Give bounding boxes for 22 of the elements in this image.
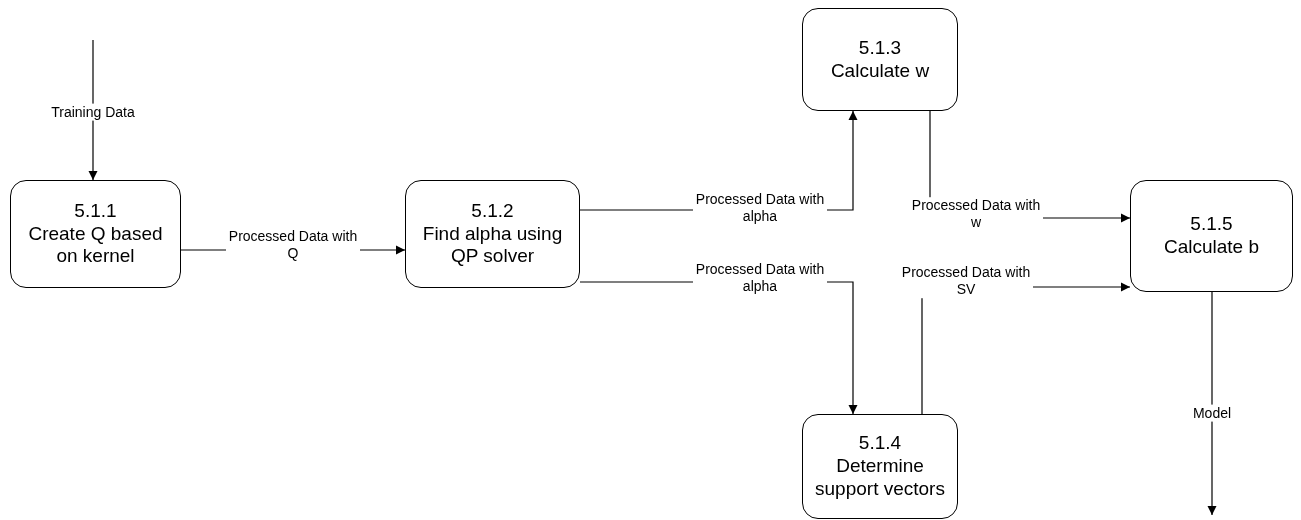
arrow (1207, 291, 1217, 516)
edge-label: Processed Data with Q (226, 228, 360, 262)
edge-label: Processed Data with alpha (693, 261, 827, 295)
process-box (10, 180, 181, 288)
process-box (802, 8, 958, 111)
edge-label: Processed Data with SV (899, 264, 1033, 298)
process-label: Calculate b (1163, 236, 1260, 259)
process-box (1130, 180, 1293, 292)
process-number: 5.1.1 (74, 199, 117, 223)
process-box (405, 180, 580, 288)
process-label: Find alpha using QP solver (421, 222, 564, 269)
process-number: 5.1.4 (858, 432, 902, 456)
process-box (802, 414, 958, 519)
edge-label: Processed Data with alpha (693, 191, 827, 225)
process-number: 5.1.5 (1190, 213, 1233, 236)
arrow (88, 39, 98, 181)
process-label: Determine support vectors (814, 455, 946, 501)
process-label: Create Q based on kernel (27, 222, 164, 269)
process-number: 5.1.3 (858, 36, 902, 60)
process-number: 5.1.2 (471, 199, 514, 223)
edge-label: Training Data (49, 103, 137, 121)
process-label: Calculate w (830, 59, 930, 83)
